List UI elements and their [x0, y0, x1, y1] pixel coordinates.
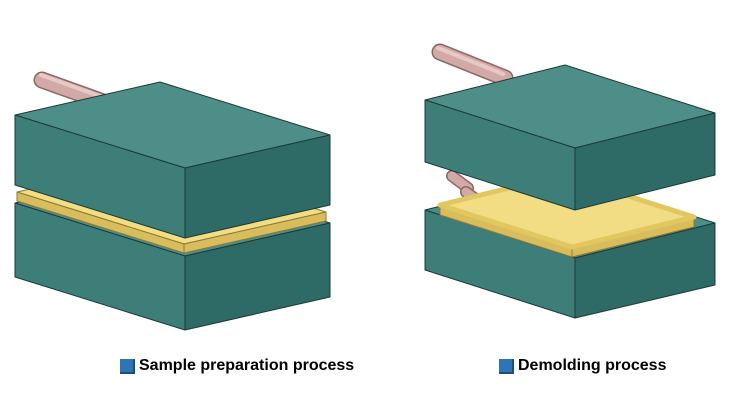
legend-square-icon	[499, 358, 514, 374]
figure-sample-preparation	[14, 71, 331, 331]
caption-label: Sample preparation process	[139, 357, 355, 374]
caption-label: Demolding process	[518, 357, 667, 374]
figure-demolding	[424, 43, 716, 319]
injection-rod-icon	[431, 43, 514, 87]
legend-square-icon	[120, 358, 135, 374]
top-mold-block	[14, 81, 331, 239]
top-mold-block	[424, 64, 716, 211]
caption-demolding: Demolding process	[499, 356, 666, 376]
caption-sample-preparation: Sample preparation process	[120, 356, 354, 376]
